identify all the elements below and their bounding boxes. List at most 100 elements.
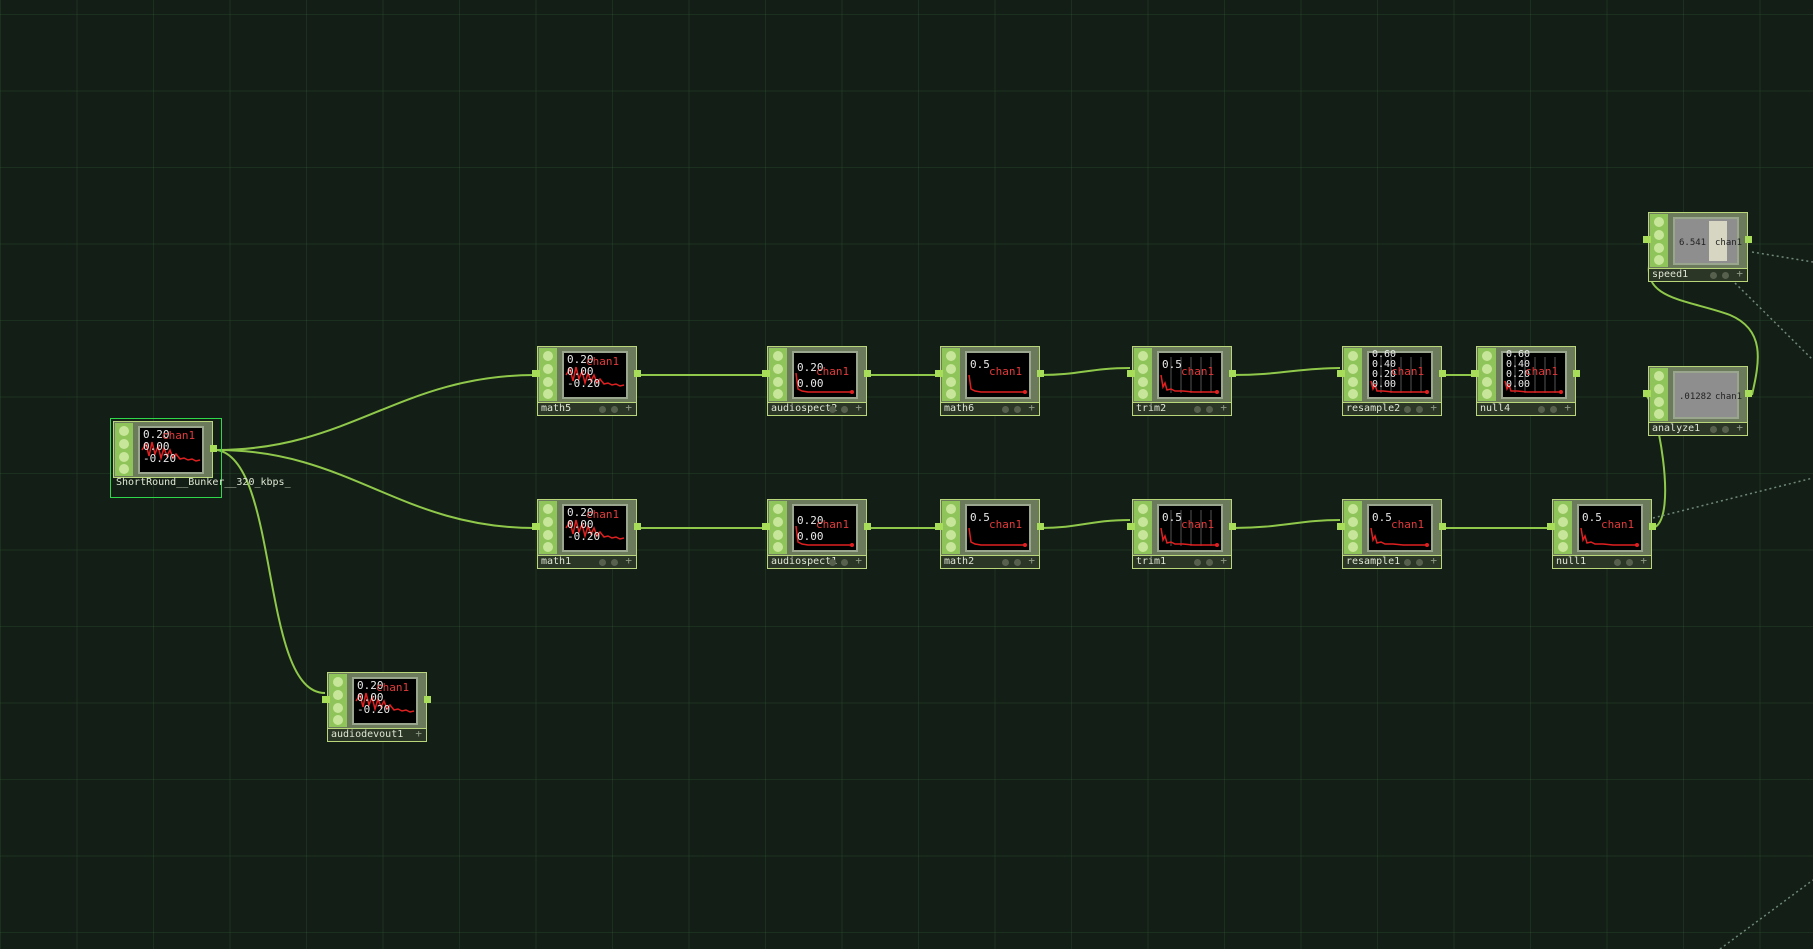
info-toggle-icon[interactable] xyxy=(1416,559,1423,566)
input-connector[interactable] xyxy=(762,370,770,377)
node-math5[interactable]: 0.20 0.00 -0.20 chan1 math5+ xyxy=(532,346,641,416)
output-connector[interactable] xyxy=(1229,523,1236,530)
info-toggle-icon[interactable] xyxy=(1014,406,1021,413)
node-name[interactable]: math5 xyxy=(541,403,572,414)
node-body[interactable]: .01282 chan1 xyxy=(1643,366,1752,423)
display-flag-icon[interactable] xyxy=(543,377,553,387)
display-flag-icon[interactable] xyxy=(333,703,343,713)
node-viewer[interactable]: 0.20 0.00 chan1 xyxy=(792,504,858,552)
info-toggle-icon[interactable] xyxy=(1722,426,1729,433)
input-connector[interactable] xyxy=(532,370,540,377)
plus-icon[interactable]: + xyxy=(1430,554,1437,567)
render-flag-icon[interactable] xyxy=(1138,542,1148,552)
node-viewer[interactable]: 0.5 chan1 xyxy=(1157,504,1223,552)
display-flag-icon[interactable] xyxy=(1138,530,1148,540)
node-name[interactable]: null1 xyxy=(1556,556,1587,567)
lock-flag-icon[interactable] xyxy=(946,517,956,527)
node-viewer[interactable]: 0.20 0.00 -0.20 chan1 xyxy=(562,504,628,552)
node-name[interactable]: math1 xyxy=(541,556,572,567)
node-trim2[interactable]: 0.5 chan1 trim2+ xyxy=(1127,346,1236,416)
node-viewer[interactable]: 6.541 chan1 xyxy=(1673,217,1742,265)
node-viewer[interactable]: 0.20 0.00 -0.20 chan1 xyxy=(352,677,418,725)
node-body[interactable]: 0.20 0.00 -0.20 chan1 xyxy=(113,421,217,478)
lock-flag-icon[interactable] xyxy=(1558,517,1568,527)
info-toggle-icon[interactable] xyxy=(1416,406,1423,413)
node-viewer[interactable]: .01282 chan1 xyxy=(1673,371,1742,419)
viewer-toggle-icon[interactable] xyxy=(1194,559,1201,566)
lock-flag-icon[interactable] xyxy=(543,364,553,374)
node-name[interactable]: math6 xyxy=(944,403,975,414)
plus-icon[interactable]: + xyxy=(1640,554,1647,567)
input-connector[interactable] xyxy=(1471,370,1479,377)
bypass-flag-icon[interactable] xyxy=(946,351,956,361)
viewer-toggle-icon[interactable] xyxy=(1002,559,1009,566)
node-body[interactable]: 0.20 0.00 -0.20 chan1 xyxy=(532,346,641,403)
input-connector[interactable] xyxy=(1547,523,1555,530)
plus-icon[interactable]: + xyxy=(415,727,422,740)
plus-icon[interactable]: + xyxy=(855,554,862,567)
node-body[interactable]: 0.60 0.40 0.20 0.00 chan1 xyxy=(1471,346,1580,403)
display-flag-icon[interactable] xyxy=(1348,530,1358,540)
node-body[interactable]: 0.20 0.00 -0.20 chan1 xyxy=(322,672,431,729)
info-toggle-icon[interactable] xyxy=(1206,406,1213,413)
bypass-flag-icon[interactable] xyxy=(543,351,553,361)
node-audiospect2[interactable]: 0.20 0.00 chan1 audiospect2+ xyxy=(762,346,871,416)
render-flag-icon[interactable] xyxy=(119,464,129,474)
plus-icon[interactable]: + xyxy=(1220,554,1227,567)
node-name[interactable]: resample1 xyxy=(1346,556,1401,567)
display-flag-icon[interactable] xyxy=(1138,377,1148,387)
node-body[interactable]: 6.541 chan1 xyxy=(1643,212,1752,269)
bypass-flag-icon[interactable] xyxy=(1654,371,1664,381)
render-flag-icon[interactable] xyxy=(946,389,956,399)
lock-flag-icon[interactable] xyxy=(773,517,783,527)
node-name[interactable]: null4 xyxy=(1480,403,1511,414)
input-connector[interactable] xyxy=(935,523,943,530)
node-audiodevout1[interactable]: 0.20 0.00 -0.20 chan1 audiodevout1+ xyxy=(322,672,431,742)
node-viewer[interactable]: 0.5 chan1 xyxy=(965,351,1031,399)
render-flag-icon[interactable] xyxy=(773,542,783,552)
bypass-flag-icon[interactable] xyxy=(543,504,553,514)
plus-icon[interactable]: + xyxy=(1220,401,1227,414)
viewer-toggle-icon[interactable] xyxy=(1404,406,1411,413)
lock-flag-icon[interactable] xyxy=(1654,384,1664,394)
lock-flag-icon[interactable] xyxy=(1654,230,1664,240)
info-toggle-icon[interactable] xyxy=(1550,406,1557,413)
viewer-toggle-icon[interactable] xyxy=(599,406,606,413)
viewer-toggle-icon[interactable] xyxy=(1404,559,1411,566)
node-name[interactable]: audiospect2 xyxy=(771,403,838,414)
viewer-toggle-icon[interactable] xyxy=(1002,406,1009,413)
output-connector[interactable] xyxy=(1439,523,1446,530)
render-flag-icon[interactable] xyxy=(1654,255,1664,265)
bypass-flag-icon[interactable] xyxy=(946,504,956,514)
node-trim1[interactable]: 0.5 chan1 trim1+ xyxy=(1127,499,1236,569)
lock-flag-icon[interactable] xyxy=(946,364,956,374)
plus-icon[interactable]: + xyxy=(1736,421,1743,434)
display-flag-icon[interactable] xyxy=(1654,397,1664,407)
lock-flag-icon[interactable] xyxy=(1348,517,1358,527)
display-flag-icon[interactable] xyxy=(119,452,129,462)
node-viewer[interactable]: 0.5 chan1 xyxy=(1157,351,1223,399)
output-connector[interactable] xyxy=(1229,370,1236,377)
output-connector[interactable] xyxy=(1439,370,1446,377)
node-viewer[interactable]: 0.60 0.40 0.20 0.00 chan1 xyxy=(1501,349,1567,399)
info-toggle-icon[interactable] xyxy=(611,559,618,566)
viewer-toggle-icon[interactable] xyxy=(1710,272,1717,279)
bypass-flag-icon[interactable] xyxy=(1348,504,1358,514)
node-body[interactable]: 0.20 0.00 chan1 xyxy=(762,499,871,556)
render-flag-icon[interactable] xyxy=(543,389,553,399)
node-name[interactable]: audiospect1 xyxy=(771,556,838,567)
node-math2[interactable]: 0.5 chan1 math2+ xyxy=(935,499,1044,569)
node-body[interactable]: 0.5 chan1 xyxy=(1127,346,1236,403)
node-body[interactable]: 0.20 0.00 chan1 xyxy=(762,346,871,403)
input-connector[interactable] xyxy=(322,696,330,703)
render-flag-icon[interactable] xyxy=(1348,389,1358,399)
bypass-flag-icon[interactable] xyxy=(1138,351,1148,361)
input-connector[interactable] xyxy=(1127,370,1135,377)
display-flag-icon[interactable] xyxy=(946,530,956,540)
info-toggle-icon[interactable] xyxy=(1014,559,1021,566)
render-flag-icon[interactable] xyxy=(1138,389,1148,399)
node-viewer[interactable]: 0.20 0.00 chan1 xyxy=(792,351,858,399)
render-flag-icon[interactable] xyxy=(773,389,783,399)
node-name[interactable]: ShortRound__Bunker__320_kbps_ xyxy=(116,477,291,488)
node-name[interactable]: resample2 xyxy=(1346,403,1401,414)
